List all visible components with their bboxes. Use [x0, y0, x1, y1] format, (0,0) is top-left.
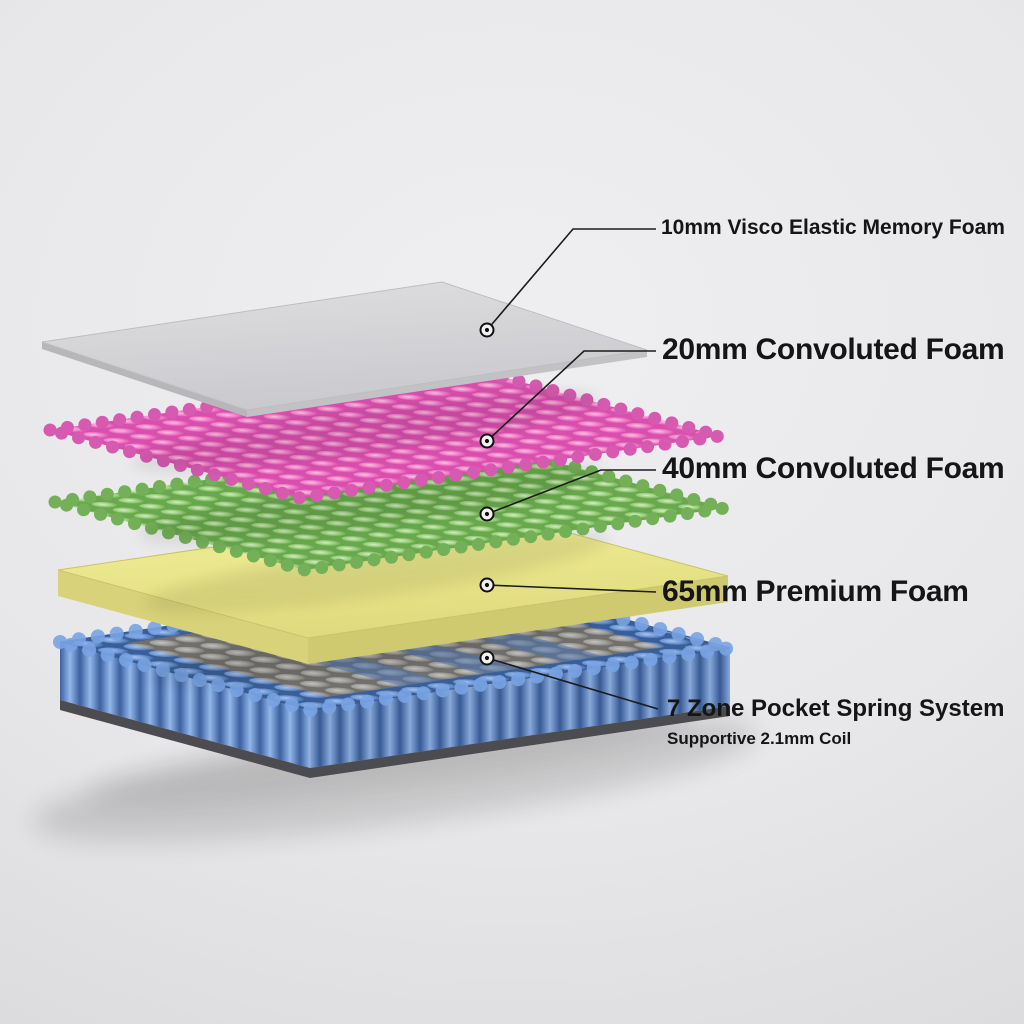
- leader-line-memory-foam: [486, 228, 656, 331]
- marker-premium-foam: [479, 577, 495, 593]
- marker-convoluted-40mm: [479, 506, 495, 522]
- marker-memory-foam: [479, 322, 495, 338]
- leader-line-convoluted-20mm: [486, 350, 656, 442]
- marker-convoluted-20mm: [479, 433, 495, 449]
- leader-line-convoluted-40mm: [486, 469, 656, 515]
- spring-side-right: [310, 648, 730, 768]
- callout-markers: [479, 322, 495, 666]
- layer-shadow: [139, 462, 605, 544]
- leader-lines: [486, 228, 659, 710]
- spring-base: [60, 700, 730, 778]
- label-premium-foam: 65mm Premium Foam: [662, 575, 969, 608]
- layer-shadow: [132, 390, 598, 472]
- label-memory-foam: 10mm Visco Elastic Memory Foam: [661, 216, 1005, 239]
- spring-side-right-shade: [310, 648, 730, 768]
- leader-line-premium-foam: [486, 584, 657, 593]
- layer-shadow: [143, 531, 609, 613]
- label-pocket-spring: 7 Zone Pocket Spring System: [667, 695, 1005, 722]
- leader-line-pocket-spring: [486, 657, 659, 710]
- label-convoluted-20mm: 20mm Convoluted Foam: [662, 333, 1005, 366]
- memory-foam-side-right: [247, 350, 647, 417]
- sublabel-coil: Supportive 2.1mm Coil: [667, 729, 852, 748]
- premium-foam-side-right: [308, 576, 728, 664]
- memory-foam-side-left: [42, 342, 247, 417]
- label-convoluted-40mm: 40mm Convoluted Foam: [662, 452, 1005, 485]
- layer-memory-foam: [41, 281, 648, 417]
- spring-side-left: [60, 642, 310, 768]
- premium-foam-side-left: [58, 570, 308, 664]
- memory-foam-top: [41, 281, 648, 411]
- marker-pocket-spring: [479, 650, 495, 666]
